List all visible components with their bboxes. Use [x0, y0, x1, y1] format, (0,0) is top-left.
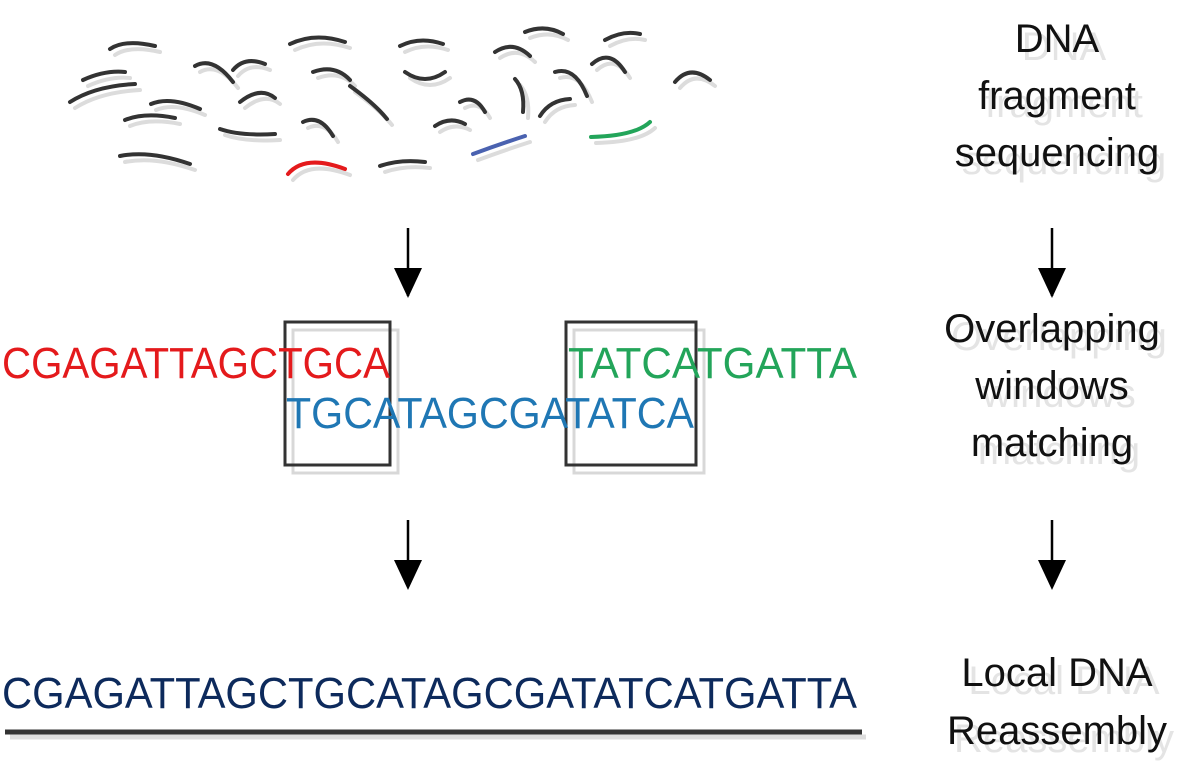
dna-fragment [81, 69, 127, 82]
dna-fragment [403, 70, 447, 81]
dna-fragment [493, 44, 532, 58]
arrowhead-icon [1038, 560, 1066, 590]
dna-fragment [301, 117, 335, 138]
dna-fragment [68, 82, 137, 104]
dna-fragment [108, 41, 157, 51]
step-label-matching: Overlapping windows matching Overlapping… [944, 307, 1167, 473]
step-matching-line1: Overlapping [944, 307, 1160, 351]
overlap-window-shadow [572, 328, 706, 475]
dna-fragment [348, 84, 389, 121]
dna-fragment [378, 159, 427, 168]
overlap-windows [283, 320, 706, 475]
dna-fragment [149, 98, 202, 111]
arrowhead-icon [394, 560, 422, 590]
svg-text:DNA: DNA [1022, 25, 1107, 69]
dna-fragment [590, 55, 627, 74]
dna-fragment [553, 69, 589, 98]
svg-text:sequencing: sequencing [962, 139, 1167, 183]
svg-text:fragment: fragment [985, 82, 1143, 126]
svg-text:Reassembly: Reassembly [954, 717, 1174, 761]
arrowhead-icon [394, 268, 422, 298]
red-read: CGAGATTAGCTGCA [2, 339, 391, 388]
step-sequencing-line2: fragment [978, 74, 1136, 118]
green-fragment [589, 120, 652, 139]
svg-text:matching: matching [978, 429, 1140, 473]
step-reassembly-line2: Reassembly [947, 709, 1167, 753]
overlap-window-right [564, 320, 698, 467]
fragment-strands [68, 26, 712, 176]
step-sequencing-line1: DNA [1015, 17, 1100, 61]
dna-fragment [523, 26, 565, 36]
dna-fragment [118, 152, 192, 166]
dna-fragment [231, 59, 267, 72]
dna-fragment [603, 30, 642, 42]
step-sequencing-line3: sequencing [955, 131, 1160, 175]
dna-fragment [513, 77, 526, 114]
svg-text:Local DNA: Local DNA [968, 659, 1160, 703]
dna-fragment [458, 97, 487, 114]
step-matching-line3: matching [971, 421, 1133, 465]
dna-fragment [673, 70, 712, 84]
step-label-sequencing: DNA fragment sequencing DNA fragment seq… [955, 17, 1167, 183]
assembled-sequence: CGAGATTAGCTGCATAGCGATATCATGATTA [2, 669, 858, 718]
dna-fragment [193, 61, 235, 84]
svg-text:windows: windows [981, 372, 1135, 416]
step-matching-line2: windows [974, 364, 1128, 408]
overlap-window-shadow [291, 328, 400, 475]
svg-text:Overlapping: Overlapping [951, 315, 1167, 359]
dna-fragment [238, 90, 277, 104]
dna-fragments [68, 26, 717, 182]
blue-fragment [471, 134, 527, 156]
dna-fragment [288, 35, 347, 46]
overlap-window-left [283, 320, 392, 467]
dna-fragment [218, 127, 277, 137]
blue-read: TGCATAGCGATATCA [286, 389, 695, 438]
red-fragment [286, 160, 347, 176]
step-reassembly-line1: Local DNA [961, 651, 1153, 695]
green-read: TATCATGATTA [568, 339, 858, 388]
dna-fragment [538, 97, 572, 118]
dna-fragment [123, 113, 177, 122]
dna-fragment [433, 118, 467, 128]
dna-fragment [398, 38, 445, 48]
step-label-reassembly: Local DNA Reassembly Local DNA Reassembl… [947, 651, 1174, 761]
arrowhead-icon [1038, 268, 1066, 298]
dna-fragment [311, 67, 352, 82]
